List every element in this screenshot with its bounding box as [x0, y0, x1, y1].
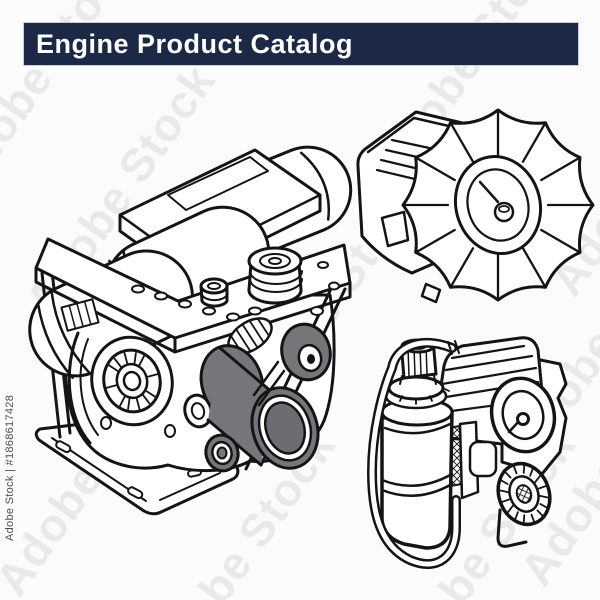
header-bar: Engine Product Catalog: [23, 22, 579, 66]
fan-blower-illustration: [356, 108, 595, 304]
pump-illustration: [367, 336, 568, 569]
page-title: Engine Product Catalog: [36, 28, 354, 59]
watermark-stock-id: Adobe Stock | #1868617428: [4, 394, 16, 541]
engine-illustration: [28, 145, 353, 516]
